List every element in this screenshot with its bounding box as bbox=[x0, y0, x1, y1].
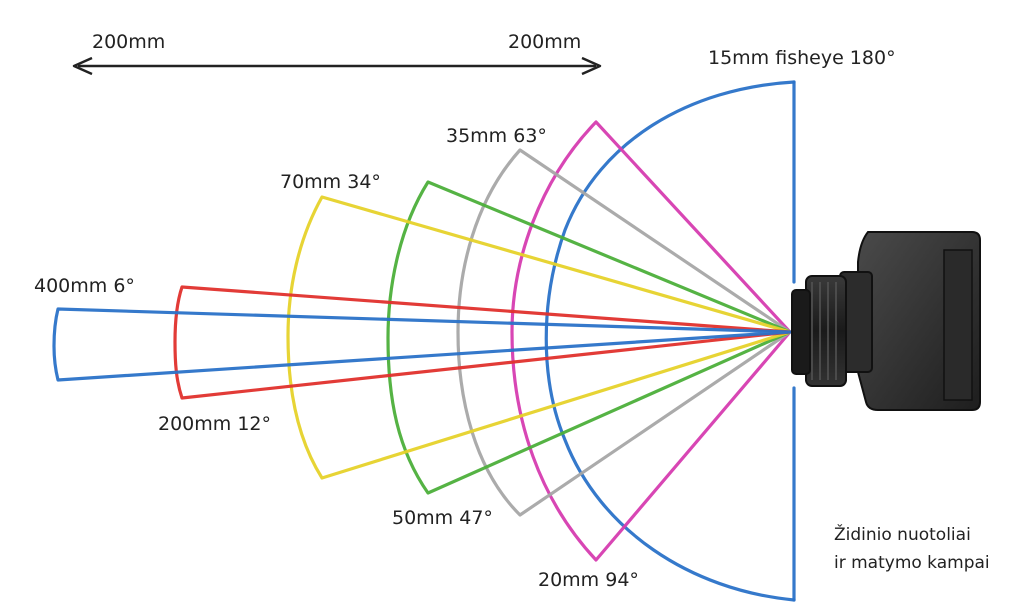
label-fisheye: 15mm fisheye 180° bbox=[708, 47, 896, 69]
caption-line-1: Židinio nuotoliai bbox=[834, 523, 971, 545]
beam-70mm bbox=[286, 195, 792, 480]
beam-fisheye bbox=[544, 80, 796, 602]
distance-arrow bbox=[72, 56, 602, 76]
camera-icon bbox=[791, 231, 981, 411]
label-400mm: 400mm 6° bbox=[34, 275, 135, 297]
distance-left-label: 200mm bbox=[92, 31, 165, 53]
beam-35mm bbox=[456, 148, 792, 517]
beam-400mm bbox=[52, 307, 792, 382]
distance-right-label: 200mm bbox=[508, 31, 581, 53]
label-35mm: 35mm 63° bbox=[446, 125, 547, 147]
caption-line-2: ir matymo kampai bbox=[834, 553, 990, 573]
label-50mm: 50mm 47° bbox=[392, 507, 493, 529]
label-70mm: 70mm 34° bbox=[280, 171, 381, 193]
label-20mm: 20mm 94° bbox=[538, 569, 639, 591]
label-200mm: 200mm 12° bbox=[158, 413, 271, 435]
beam-200mm bbox=[173, 285, 792, 400]
